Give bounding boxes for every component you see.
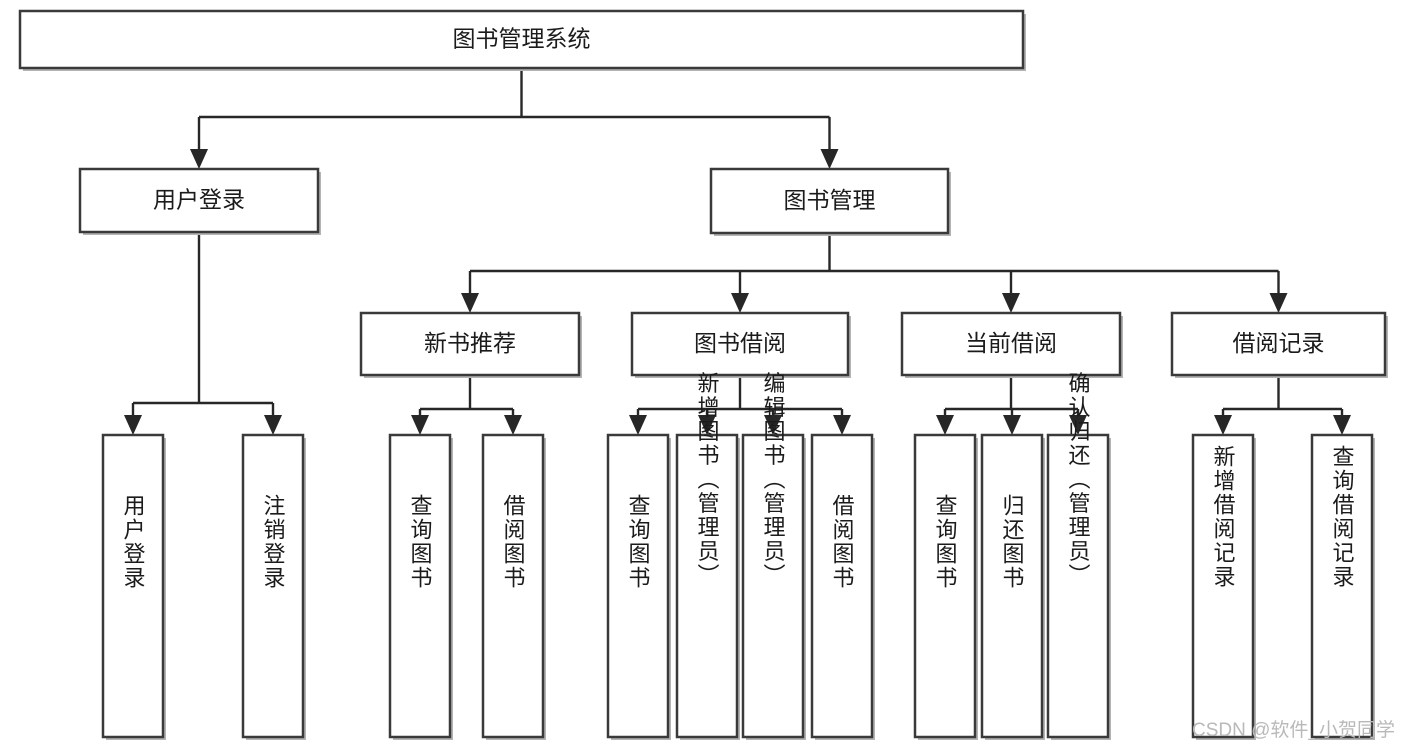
node-label: 查询借阅记录: [1330, 445, 1355, 589]
node-label: 借阅记录: [1233, 330, 1325, 356]
node-box[interactable]: [709, 167, 950, 235]
node-label: 新增借阅记录: [1211, 445, 1236, 589]
arrowhead-icon: [1269, 293, 1288, 313]
node-label: 图书借阅: [694, 330, 786, 356]
node-box[interactable]: [1310, 433, 1374, 739]
arrowhead-icon: [190, 149, 208, 169]
node-box[interactable]: [630, 311, 850, 377]
node-label: 新书推荐: [424, 330, 516, 356]
node-layer: 图书管理系统用户登录用户登录注销登录图书管理新书推荐查询图书借阅图书图书借阅查询…: [18, 9, 1388, 741]
node-query-book-3[interactable]: 查询图书: [913, 433, 978, 740]
node-box[interactable]: [741, 433, 805, 739]
node-new-book-recommend[interactable]: 新书推荐: [359, 311, 582, 378]
node-box[interactable]: [1046, 433, 1110, 739]
connector-current-borrow-bus: [936, 375, 1087, 435]
node-user-login-leaf[interactable]: 用户登录: [101, 433, 166, 740]
node-query-borrow-record[interactable]: 查询借阅记录: [1310, 433, 1375, 740]
node-box[interactable]: [900, 311, 1122, 377]
node-label: 借阅图书: [830, 494, 855, 590]
node-box[interactable]: [101, 433, 165, 739]
arrowhead-icon: [1333, 415, 1351, 435]
node-label: 查询图书: [408, 494, 433, 590]
node-box[interactable]: [913, 433, 977, 739]
arrowhead-icon: [820, 149, 839, 169]
node-box[interactable]: [481, 433, 545, 739]
connector-layer: [124, 68, 1351, 435]
node-borrow-records[interactable]: 借阅记录: [1170, 311, 1388, 378]
node-box[interactable]: [78, 167, 320, 234]
arrowhead-icon: [504, 415, 522, 435]
node-query-book-2[interactable]: 查询图书: [606, 433, 671, 740]
node-return-book[interactable]: 归还图书: [980, 433, 1045, 740]
node-user-logout-leaf[interactable]: 注销登录: [241, 433, 306, 740]
arrowhead-icon: [731, 293, 749, 313]
node-borrow-book-2[interactable]: 借阅图书: [810, 433, 875, 740]
node-label: 注销登录: [261, 494, 286, 590]
node-box[interactable]: [606, 433, 670, 739]
node-box[interactable]: [675, 433, 739, 739]
node-box[interactable]: [241, 433, 305, 739]
node-label: 用户登录: [121, 494, 146, 590]
node-box[interactable]: [1191, 433, 1255, 739]
node-root[interactable]: 图书管理系统: [18, 9, 1026, 71]
node-label: 借阅图书: [501, 494, 526, 590]
arrowhead-icon: [1069, 415, 1087, 435]
connector-book-borrow-bus: [629, 375, 851, 435]
node-query-book-1[interactable]: 查询图书: [388, 433, 453, 740]
arrowhead-icon: [411, 415, 429, 435]
node-label: 确认归还（管理员）: [1066, 372, 1091, 588]
arrowhead-icon: [698, 415, 716, 435]
node-label: 用户登录: [153, 187, 245, 213]
arrowhead-icon: [936, 415, 954, 435]
connector-user-login-bus: [124, 232, 282, 435]
node-add-borrow-record[interactable]: 新增借阅记录: [1191, 433, 1256, 740]
node-label: 图书管理系统: [453, 26, 591, 52]
node-box[interactable]: [980, 433, 1044, 739]
connector-book-management-bus: [461, 233, 1288, 313]
node-label: 当前借阅: [965, 330, 1057, 356]
node-user-login[interactable]: 用户登录: [78, 167, 321, 235]
node-box[interactable]: [1170, 311, 1387, 377]
node-borrow-book-1[interactable]: 借阅图书: [481, 433, 546, 740]
arrowhead-icon: [461, 293, 479, 313]
arrowhead-icon: [629, 415, 647, 435]
connector-root-bus: [190, 68, 839, 169]
node-edit-book-admin[interactable]: 编辑图书（管理员）: [741, 372, 806, 741]
connector-new-book-recommend-bus: [411, 375, 522, 435]
node-box[interactable]: [359, 311, 581, 377]
node-current-borrow[interactable]: 当前借阅: [900, 311, 1123, 378]
node-box[interactable]: [810, 433, 874, 739]
arrowhead-icon: [1214, 415, 1232, 435]
node-add-book-admin[interactable]: 新增图书（管理员）: [675, 372, 740, 741]
node-book-management[interactable]: 图书管理: [709, 167, 951, 236]
node-label: 编辑图书（管理员）: [761, 372, 786, 588]
node-book-borrow[interactable]: 图书借阅: [630, 311, 851, 378]
arrowhead-icon: [764, 415, 782, 435]
node-label: 新增图书（管理员）: [695, 372, 720, 588]
node-label: 图书管理: [784, 187, 876, 213]
node-box[interactable]: [18, 9, 1025, 70]
arrowhead-icon: [1002, 293, 1020, 313]
arrowhead-icon: [264, 415, 282, 435]
node-label: 归还图书: [1000, 494, 1025, 590]
node-confirm-return-admin[interactable]: 确认归还（管理员）: [1046, 372, 1111, 741]
connector-borrow-records-bus: [1214, 375, 1351, 435]
node-label: 查询图书: [626, 494, 651, 590]
arrowhead-icon: [124, 415, 142, 435]
node-label: 查询图书: [933, 494, 958, 590]
arrowhead-icon: [833, 415, 851, 435]
arrowhead-icon: [1003, 415, 1021, 435]
node-box[interactable]: [388, 433, 452, 739]
